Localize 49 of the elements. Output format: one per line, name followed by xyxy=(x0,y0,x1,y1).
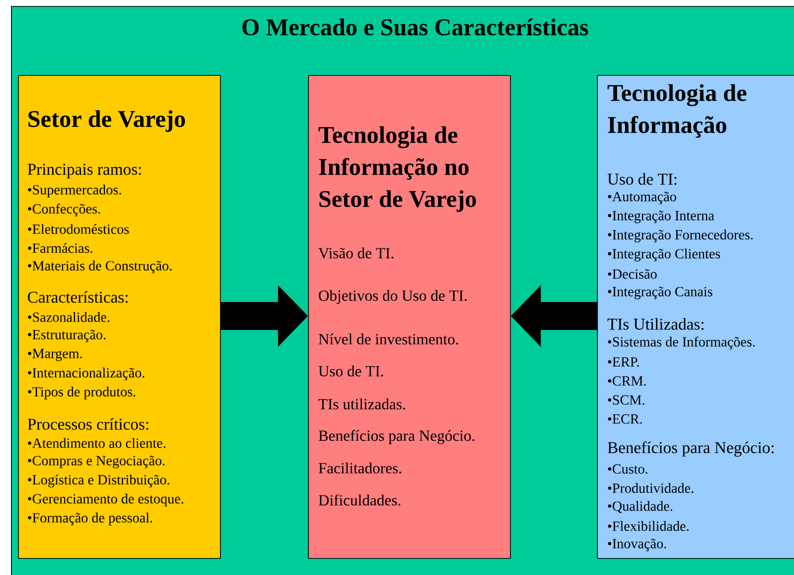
list-item: •Atendimento ao cliente. xyxy=(28,438,166,448)
list-item: •Integração Canais xyxy=(608,286,712,300)
list-item: TIs utilizadas. xyxy=(318,398,405,410)
list-item: •Sistemas de Informações. xyxy=(608,336,755,350)
list-item: •Farmácias. xyxy=(28,243,92,253)
list-item: •Materiais de Construção. xyxy=(28,260,172,274)
list-item: •Gerenciamento de estoque. xyxy=(28,494,184,506)
title: O Mercado e Suas Características xyxy=(242,18,588,36)
list-item: •Estruturação. xyxy=(28,330,106,342)
list-item: •Sazonalidade. xyxy=(28,312,110,322)
list-item: •Automação xyxy=(608,192,676,204)
list-item: •Integração Interna xyxy=(608,210,714,224)
section-heading: Uso de TI: xyxy=(608,173,676,185)
list-item: •Formação de pessoal. xyxy=(28,512,152,526)
list-item: •ECR. xyxy=(608,414,642,424)
list-item: •Supermercados. xyxy=(28,184,121,198)
list-item: •Compras e Negociação. xyxy=(28,456,165,468)
list-item: •Internacionalização. xyxy=(28,368,144,380)
list-item: •CRM. xyxy=(608,376,646,386)
list-item: •Produtividade. xyxy=(608,483,694,493)
list-item: •Flexibilidade. xyxy=(608,521,689,531)
list-item: Visão de TI. xyxy=(318,248,394,258)
panel-heading: Tecnologia de Informação no Setor de Varejo xyxy=(318,126,476,212)
list-item: Facilitadores. xyxy=(318,462,402,474)
list-item: Dificuldades. xyxy=(318,494,400,506)
panel-heading: Setor de Varejo xyxy=(28,110,185,132)
section-heading: Processos críticos: xyxy=(28,418,148,430)
section-heading: TIs Utilizadas: xyxy=(608,318,704,330)
list-item: •Integração Clientes xyxy=(608,248,720,262)
list-item: •Decisão xyxy=(608,269,657,279)
list-item: •Custo. xyxy=(608,464,648,474)
list-item: •Confecções. xyxy=(28,204,100,216)
list-item: Benefícios para Negócio. xyxy=(318,430,474,444)
list-item: •SCM. xyxy=(608,395,644,405)
section-heading: Benefícios para Negócio: xyxy=(608,441,774,457)
panel-heading: Tecnologia de Informação xyxy=(608,84,746,138)
list-item: Uso de TI. xyxy=(318,366,384,376)
list-item: •ERP. xyxy=(608,357,639,367)
list-item: •Margem. xyxy=(28,348,82,362)
list-item: Nível de investimento. xyxy=(318,334,458,344)
list-item: •Eletrodomésticos xyxy=(28,224,129,234)
list-item: •Logística e Distribuição. xyxy=(28,474,170,488)
list-item: •Tipos de produtos. xyxy=(28,386,136,400)
section-heading: Principais ramos: xyxy=(28,164,141,178)
list-item: •Inovação. xyxy=(608,538,666,552)
list-item: •Qualidade. xyxy=(608,501,672,513)
list-item: •Integração Fornecedores. xyxy=(608,230,753,242)
list-item: Objetivos do Uso de TI. xyxy=(318,290,467,304)
section-heading: Características: xyxy=(28,291,128,303)
